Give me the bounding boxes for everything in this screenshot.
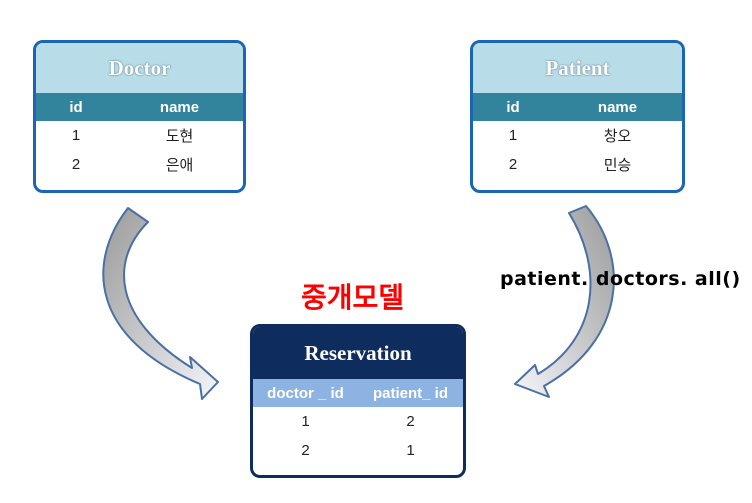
cell-name: 민승: [603, 157, 632, 174]
arrow-patient-to-reservation: [514, 205, 615, 398]
cell-name: 창오: [603, 128, 632, 145]
cell-name: 은애: [165, 157, 194, 174]
cell-name: 도현: [165, 128, 194, 145]
table-row: 1 창오: [473, 121, 682, 150]
cell-id: 2: [508, 156, 518, 173]
column-header-patient-id: patient_ id: [372, 384, 448, 402]
reservation-table-title: Reservation: [253, 327, 463, 379]
intermediate-model-label: 중개모델: [301, 282, 405, 313]
doctor-table-header: id name: [36, 93, 243, 121]
cell-patient-id: 2: [406, 413, 415, 430]
patient-table: Patient id name 1 창오 2 민승: [470, 40, 685, 193]
reservation-table-header: doctor _ id patient_ id: [253, 379, 463, 407]
arrow-doctor-to-reservation: [102, 207, 219, 400]
doctor-table-title: Doctor: [36, 43, 243, 93]
table-row: 1 도현: [36, 121, 243, 150]
reservation-table: Reservation doctor _ id patient_ id 1 2 …: [250, 324, 466, 478]
doctor-table: Doctor id name 1 도현 2 은애: [33, 40, 246, 193]
column-header-id: id: [506, 98, 520, 116]
table-row: 2 은애: [36, 150, 243, 179]
table-row: 2 1: [253, 436, 463, 465]
patient-table-title: Patient: [473, 43, 682, 93]
patient-table-header: id name: [473, 93, 682, 121]
cell-doctor-id: 1: [301, 413, 310, 430]
column-header-name: name: [597, 98, 638, 116]
table-row: 2 민승: [473, 150, 682, 179]
column-header-id: id: [69, 98, 83, 116]
cell-id: 1: [508, 127, 518, 144]
cell-patient-id: 1: [406, 442, 415, 459]
column-header-doctor-id: doctor _ id: [267, 384, 344, 402]
cell-id: 1: [71, 127, 81, 144]
query-code-label: patient. doctors. all(): [500, 268, 741, 290]
table-row: 1 2: [253, 407, 463, 436]
cell-id: 2: [71, 156, 81, 173]
column-header-name: name: [159, 98, 200, 116]
cell-doctor-id: 2: [301, 442, 310, 459]
